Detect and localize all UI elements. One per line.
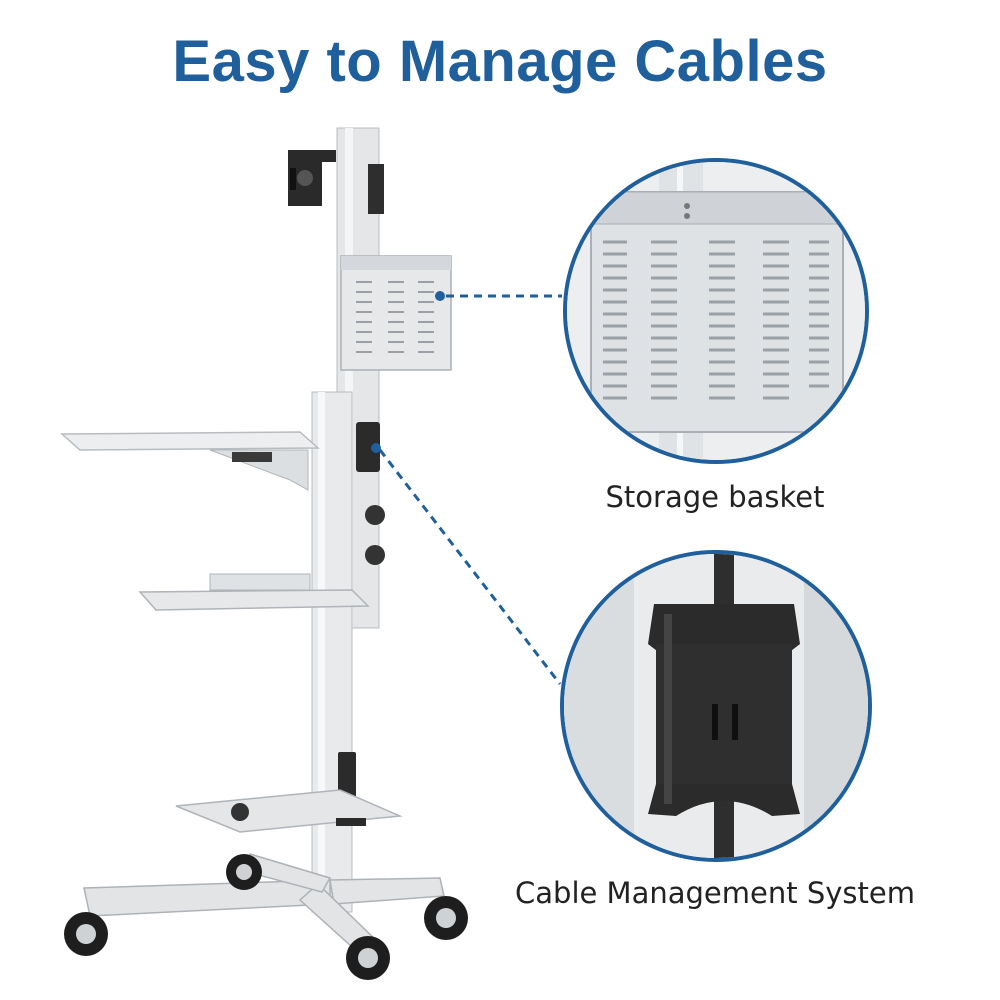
caption-cable-management: Cable Management System — [515, 876, 915, 910]
callout-line-cable — [378, 449, 562, 685]
storage-basket-small — [340, 255, 452, 371]
basket-zoom — [563, 158, 869, 464]
cart-base — [83, 853, 445, 957]
headline: Easy to Manage Cables — [172, 29, 828, 94]
cable-clip-zoom — [560, 550, 872, 862]
cable-clip-upper — [356, 422, 380, 472]
caster-wheels — [64, 854, 468, 980]
vesa-mount — [288, 150, 336, 206]
caption-storage-basket: Storage basket — [605, 480, 825, 514]
laptop-tray — [60, 431, 320, 491]
